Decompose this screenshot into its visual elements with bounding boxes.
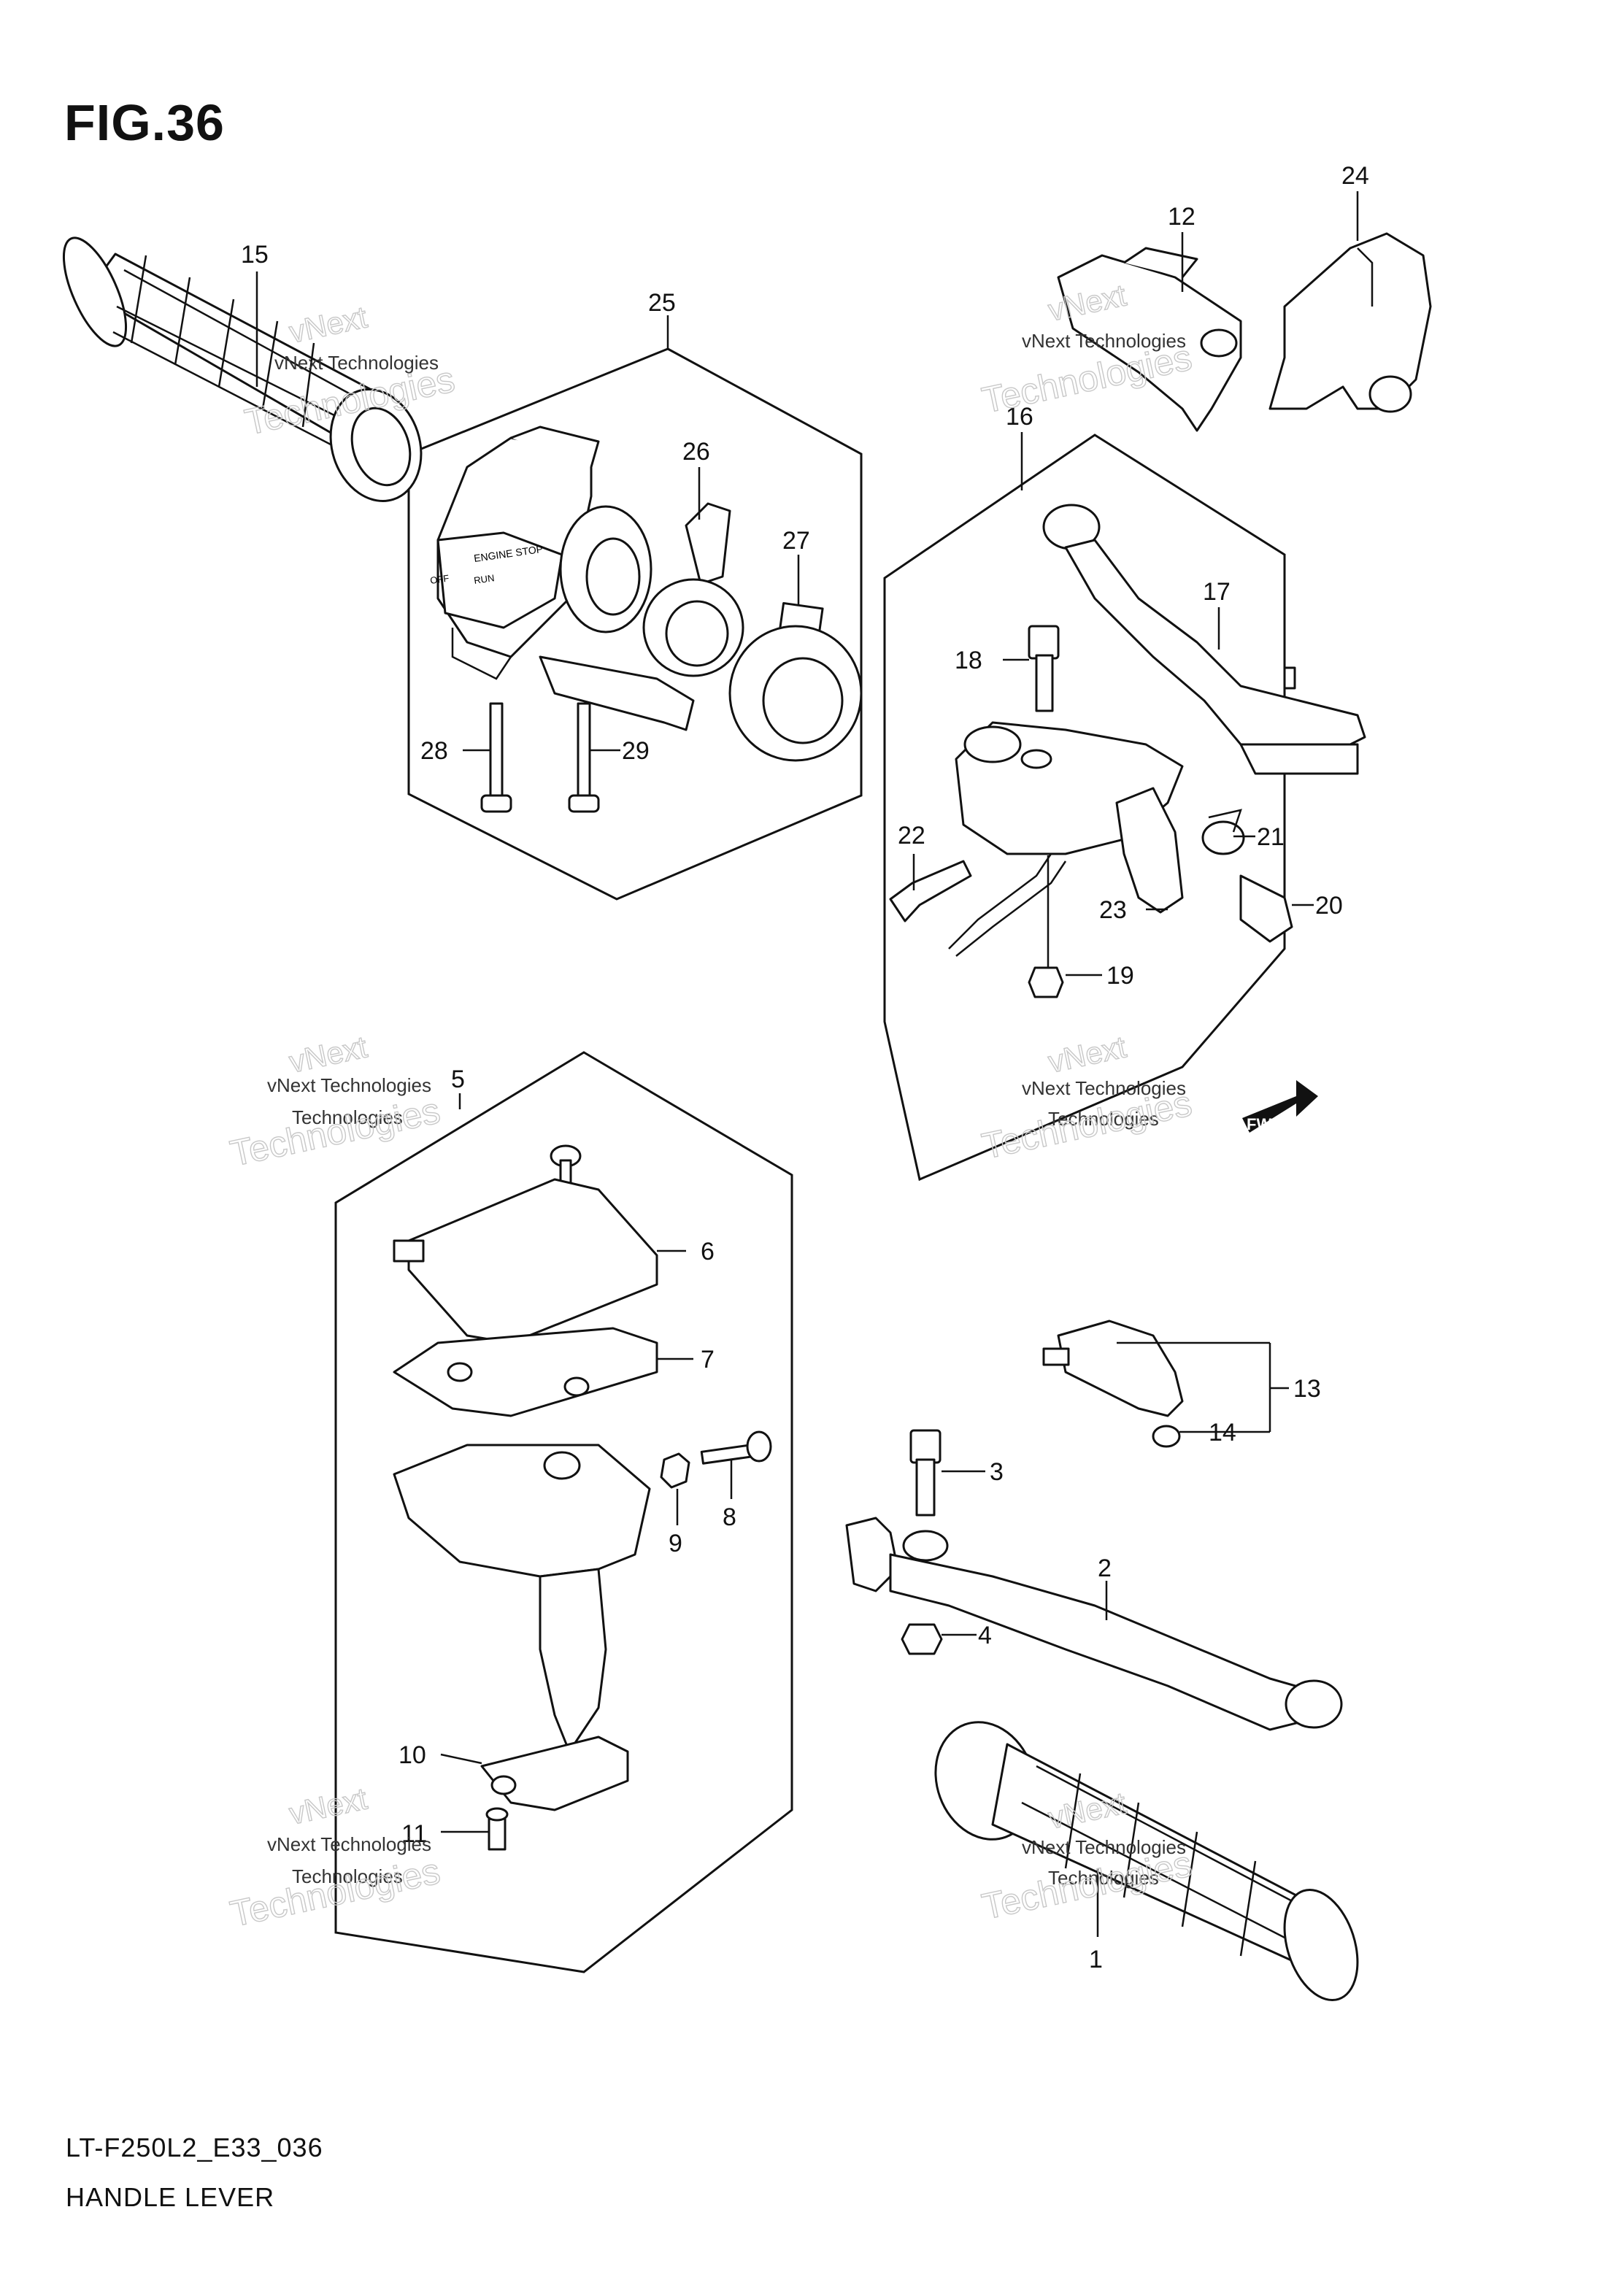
bolt-part-22	[889, 860, 972, 922]
throttle-cover-part-6	[393, 1178, 658, 1344]
fwd-label: FWD	[1247, 1115, 1283, 1133]
callout-27: 27	[782, 527, 810, 555]
pivot-bolt-part-18	[1028, 625, 1060, 712]
screw-part-29	[568, 702, 600, 813]
nut-part-4	[901, 1623, 943, 1655]
nut-part-9	[660, 1452, 690, 1489]
callout-4: 4	[978, 1622, 992, 1649]
callout-11: 11	[401, 1820, 427, 1848]
callout-17: 17	[1203, 578, 1231, 606]
throttle-lever-part-10	[480, 1736, 629, 1811]
watermark-text: Technologies	[292, 1865, 403, 1887]
watermark-text: vNext Technologies	[1022, 330, 1186, 352]
watermark-text: vNext Technologies	[267, 1833, 431, 1855]
gasket-part-7	[393, 1327, 658, 1417]
grip-left-part	[62, 236, 423, 502]
watermark-text: vNext Technologies	[1022, 1077, 1186, 1099]
watermark-text: Technologies	[227, 1090, 444, 1174]
callout-25: 25	[648, 289, 676, 317]
callout-16: 16	[1006, 403, 1033, 431]
grip-right-part	[934, 1721, 1359, 2002]
clamp-clip-part	[1057, 247, 1242, 432]
brake-switch-part	[1042, 1320, 1184, 1417]
nut-part-19	[1028, 966, 1064, 998]
callout-labels: 15 25 26 27 28 29 12 24 16 17 18 22 21 2…	[241, 162, 1369, 1973]
switch-run-label: RUN	[473, 572, 495, 586]
figure-title: FIG.36	[64, 94, 225, 151]
callout-7: 7	[701, 1346, 715, 1374]
callout-15: 15	[241, 241, 269, 269]
callout-3: 3	[990, 1458, 1004, 1486]
lever-holder-part	[948, 721, 1184, 957]
group-frame-throttle	[334, 1051, 793, 1973]
callout-23: 23	[1099, 896, 1127, 924]
watermark-text: vNext Technologies	[1022, 1836, 1186, 1858]
fwd-arrow-icon: FWD	[1242, 1080, 1318, 1133]
leader-lines	[255, 191, 1359, 1937]
watermark-text: Technologies	[1048, 1867, 1159, 1889]
watermark-text: vNext Technologies	[267, 1074, 431, 1096]
callout-14: 14	[1209, 1419, 1236, 1446]
callout-10: 10	[398, 1741, 426, 1769]
spring-part	[1201, 809, 1245, 855]
callout-1: 1	[1089, 1946, 1103, 1973]
callout-29: 29	[622, 737, 650, 765]
callout-2: 2	[1098, 1555, 1112, 1582]
figure-code: LT-F250L2_E33_036	[66, 2133, 323, 2162]
handlebar-switch-part: ENGINE STOP OFF RUN	[429, 425, 695, 731]
watermark-text: vNext	[286, 299, 370, 349]
callout-24: 24	[1341, 162, 1369, 190]
callout-8: 8	[723, 1503, 736, 1531]
throttle-case-part	[393, 1444, 651, 1753]
screw-part-28	[480, 702, 512, 813]
screw-part-11	[485, 1807, 509, 1851]
callout-9: 9	[669, 1530, 682, 1557]
callout-5: 5	[451, 1066, 465, 1093]
watermark-text: vNext Technologies	[274, 352, 439, 374]
callout-6: 6	[701, 1238, 715, 1266]
callout-28: 28	[420, 737, 448, 765]
callout-18: 18	[955, 647, 982, 674]
brake-lever-part	[1042, 504, 1366, 775]
screw-part-8	[700, 1430, 772, 1465]
switch-screw-part-20	[1239, 874, 1293, 943]
callout-26: 26	[682, 438, 710, 466]
watermark-text: vNext	[286, 1781, 370, 1830]
callout-13: 13	[1293, 1375, 1321, 1403]
pivot-bolt-part-3	[909, 1429, 942, 1517]
callout-20: 20	[1315, 892, 1343, 920]
lever-holder-cover-part	[1268, 232, 1432, 413]
switch-off-label: OFF	[429, 572, 450, 585]
watermark-text: vNext	[286, 1029, 370, 1079]
screw-part-14	[1152, 1425, 1181, 1448]
callout-12: 12	[1168, 203, 1195, 231]
callout-21: 21	[1257, 823, 1285, 851]
watermark-text: vNext	[1045, 1029, 1129, 1079]
watermark-text: Technologies	[292, 1106, 403, 1128]
group-frame-brake-lever	[883, 434, 1286, 1182]
watermark-text: Technologies	[1048, 1108, 1159, 1130]
callout-22: 22	[898, 822, 925, 850]
front-brake-lever-part	[845, 1517, 1343, 1731]
callout-19: 19	[1106, 962, 1134, 990]
figure-name: HANDLE LEVER	[66, 2182, 275, 2212]
switch-knob-part	[642, 502, 744, 677]
switch-ring-part	[728, 601, 863, 762]
